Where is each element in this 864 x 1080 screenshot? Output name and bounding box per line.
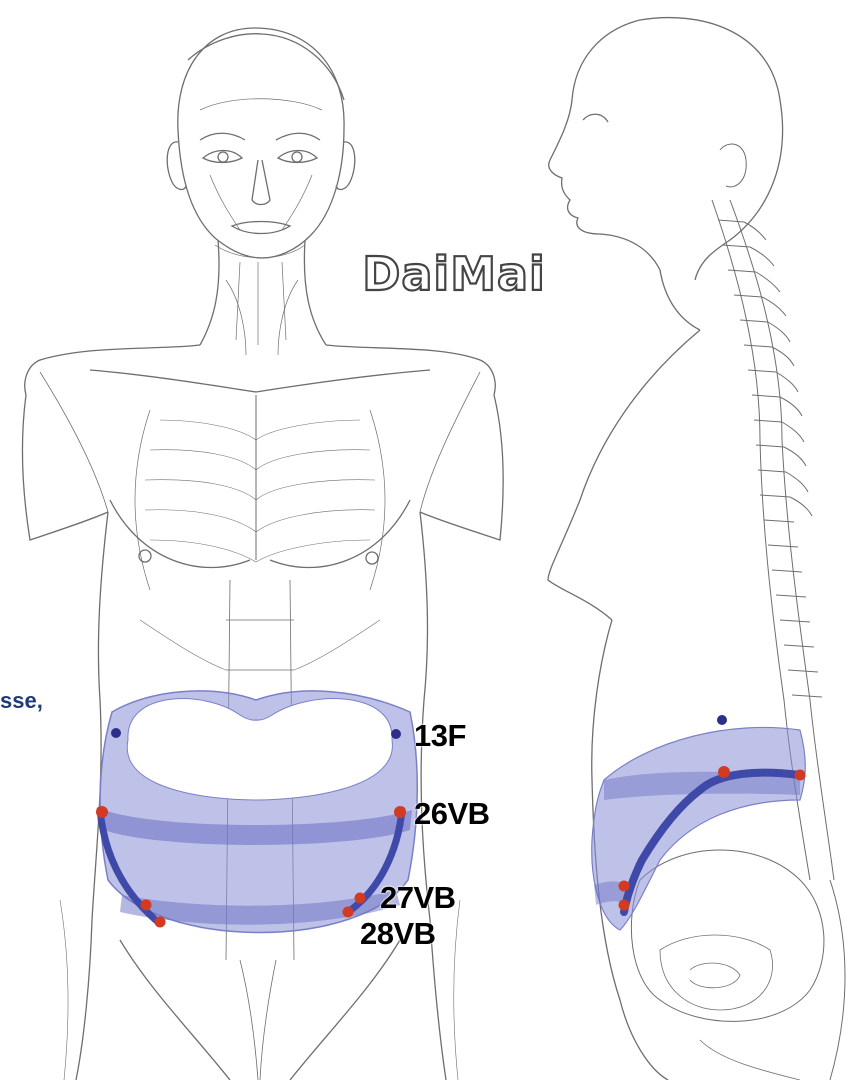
label-27vb: 27VB <box>380 880 456 916</box>
point-26vb-right <box>394 806 406 818</box>
side-point-26vb-front <box>718 766 730 778</box>
side-view-figure <box>548 18 845 1080</box>
label-26vb: 26VB <box>414 796 490 832</box>
point-13f-left <box>111 728 121 738</box>
diagram-title: DaiMai <box>362 247 546 301</box>
point-28vb-right <box>343 907 354 918</box>
label-13f: 13F <box>414 718 466 754</box>
partial-text-fragment: sse, <box>0 688 43 714</box>
front-belt-vessel <box>100 691 417 933</box>
point-27vb-right <box>355 893 366 904</box>
side-point-26vb-back <box>795 770 806 781</box>
label-28vb: 28VB <box>360 916 436 952</box>
side-point-28vb <box>619 900 630 911</box>
point-27vb-left <box>141 900 152 911</box>
side-point-13f <box>717 715 727 725</box>
point-13f-right <box>391 729 401 739</box>
point-28vb-left <box>155 917 166 928</box>
point-26vb-left <box>96 806 108 818</box>
side-point-27vb <box>619 881 630 892</box>
